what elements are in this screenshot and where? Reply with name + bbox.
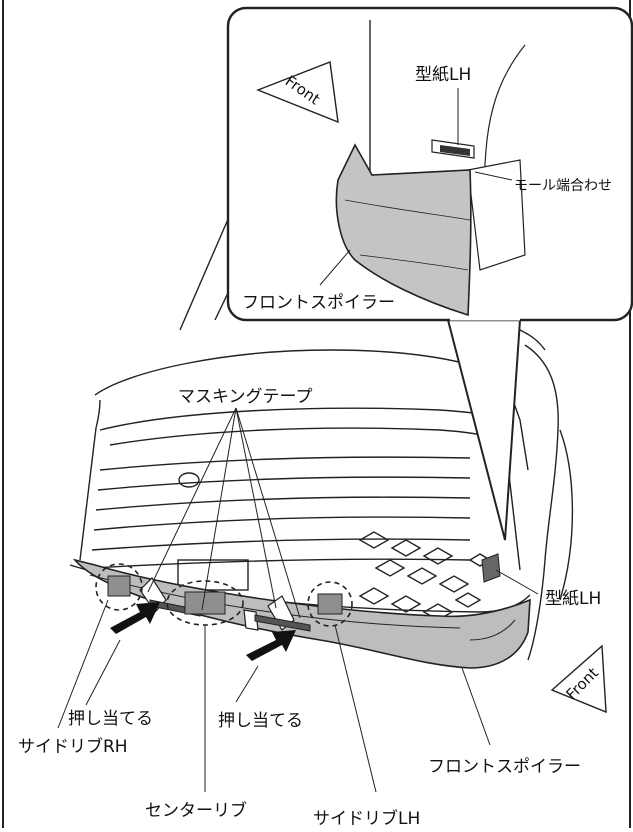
template-lh-piece: [481, 553, 501, 583]
rib-rh: [95, 563, 143, 611]
callout-front-spoiler-label: フロントスポイラー: [242, 293, 395, 313]
masking-tape-label: マスキングテープ: [178, 387, 312, 407]
side-rib-rh-label: サイドリブRH: [18, 736, 128, 757]
press-arrow-1: [110, 602, 160, 634]
callout-mold-edge-label: モール端合わせ: [514, 178, 612, 194]
front-arrow-main: Front: [550, 644, 607, 714]
side-rib-lh-label: サイドリブLH: [313, 808, 420, 828]
press-label-2: 押し当てる: [218, 711, 303, 731]
leader-lines: [57, 407, 539, 793]
template-lh-label: 型紙LH: [545, 589, 601, 609]
center-rib-label: センターリブ: [145, 800, 247, 821]
press-label-1: 押し当てる: [68, 709, 153, 729]
rib-lh-circle: [307, 581, 353, 627]
front-spoiler: [72, 558, 531, 669]
rib-lh: [307, 581, 353, 627]
callout-spoiler-shape: [335, 143, 472, 317]
front-spoiler-label: フロントスポイラー: [428, 757, 581, 777]
callout-template-lh-label: 型紙LH: [415, 65, 471, 85]
front-arrow-callout: Front: [256, 61, 339, 124]
press-arrow-2: [246, 630, 296, 661]
rib-rh-circle: [95, 563, 143, 611]
